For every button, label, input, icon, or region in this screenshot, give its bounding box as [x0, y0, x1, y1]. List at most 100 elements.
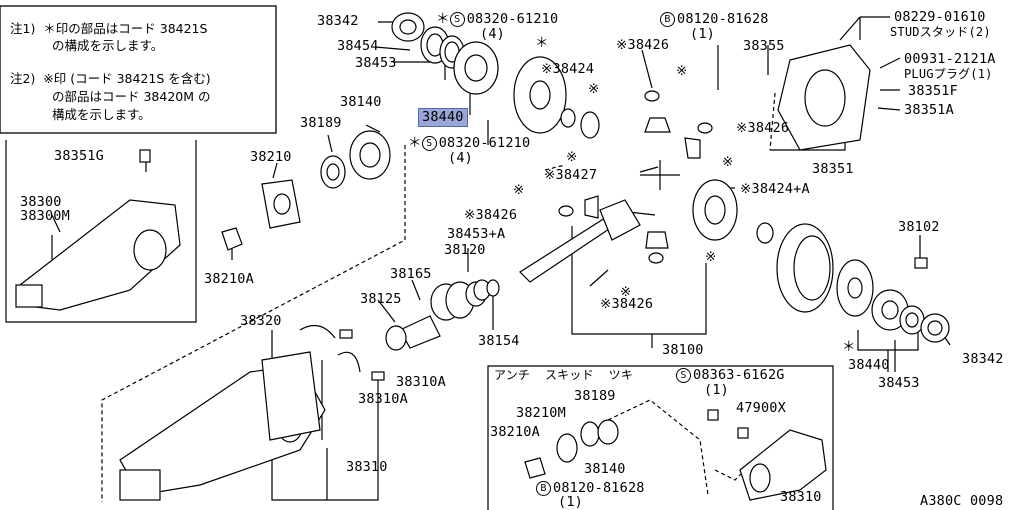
- inset-label-08363-qty: (1): [704, 382, 729, 398]
- label-38453A: 38453+A: [447, 226, 506, 242]
- note-2-line-3: 構成を示します。: [52, 107, 151, 122]
- washer-38426-a: [644, 90, 660, 102]
- kome-mark: ※: [566, 149, 578, 165]
- inset-label-08120-qty: (1): [558, 494, 583, 510]
- s-mark-icon: S: [676, 368, 691, 383]
- bearing-38440-top: [453, 41, 499, 95]
- gear-pinion-b: [684, 137, 701, 159]
- label-38310: 38310: [346, 459, 388, 475]
- label-38453-top: 38453: [355, 55, 397, 71]
- label-38351G: 38351G: [54, 148, 104, 164]
- label-38355: 38355: [743, 38, 785, 54]
- inset-label-47900X: 47900X: [736, 400, 786, 416]
- bearing-38440-b: [871, 289, 909, 331]
- inset-38140: [597, 419, 619, 445]
- bolt-38102: [914, 257, 928, 269]
- inset-label-38310: 38310: [780, 489, 822, 505]
- label-stud: STUDスタッド(2): [890, 25, 991, 39]
- label-38125: 38125: [360, 291, 402, 307]
- inset-38210A: [524, 457, 546, 479]
- differential-38300: [15, 199, 181, 311]
- bracket-38100: [571, 226, 707, 335]
- inset-38210M: [556, 433, 578, 463]
- label-38300M: 38300M: [20, 208, 70, 224]
- label-38102: 38102: [898, 219, 940, 235]
- note-1-line-1: 注1) ＊印の部品はコード 38421S: [10, 21, 208, 36]
- bolt-38310A-a: [339, 329, 353, 339]
- gear-38424: [580, 111, 600, 139]
- label-38165: 38165: [390, 266, 432, 282]
- gear-pinion-a: [644, 117, 671, 133]
- washer-38426-d: [648, 252, 664, 264]
- label-38154: 38154: [478, 333, 520, 349]
- label-38310A-b: 38310A: [358, 391, 408, 407]
- label-38427: ※38427: [544, 167, 598, 183]
- diff-case-38100: [836, 259, 874, 317]
- s-mark-icon: S: [421, 136, 437, 151]
- ring-gear-38100: [776, 223, 834, 313]
- kome-mark: ※: [588, 81, 600, 97]
- label-38424A: ※38424+A: [740, 181, 810, 197]
- plug-38351G: [139, 149, 151, 163]
- label-38310A-a: 38310A: [396, 374, 446, 390]
- label-08320-a-qty: (4): [480, 26, 505, 42]
- bearing-38342-b: [920, 313, 950, 343]
- ring-38453-b: [899, 305, 925, 335]
- washer-38424: [560, 108, 576, 128]
- inset-38189: [580, 421, 600, 447]
- collapsible-38125: [399, 315, 441, 349]
- b-mark-icon: B: [536, 481, 551, 496]
- inset-bolt-08363: [707, 409, 719, 421]
- label-38440-b: 38440: [848, 357, 890, 373]
- note-1-line-2: の構成を示します。: [52, 38, 164, 53]
- gear-pinion-d: [645, 231, 669, 249]
- reference-code: A380C 0098: [920, 493, 1004, 509]
- label-38100: 38100: [662, 342, 704, 358]
- side-gear-38424A: [692, 179, 738, 241]
- label-38342-b: 38342: [962, 351, 1004, 367]
- label-38120: 38120: [444, 242, 486, 258]
- inset-differential-38310: [739, 429, 827, 501]
- b-mark-icon: B: [660, 12, 675, 27]
- label-38453-b: 38453: [878, 375, 920, 391]
- cover-38351: [777, 44, 871, 151]
- spacer-38154: [486, 279, 500, 297]
- bracket-38310A-a: [299, 324, 336, 339]
- label-38320: 38320: [240, 313, 282, 329]
- label-plug: PLUGプラグ(1): [904, 67, 993, 81]
- label-08229: 08229-01610: [894, 9, 986, 25]
- label-38342-top: 38342: [317, 13, 359, 29]
- label-38426-b: ※38426: [736, 120, 790, 136]
- label-38140: 38140: [340, 94, 382, 110]
- label-38440-highlighted[interactable]: 38440: [418, 108, 468, 127]
- kome-mark: ※: [513, 182, 525, 198]
- label-08320-b-qty: (4): [448, 150, 473, 166]
- bearing-38342-top: [391, 12, 425, 42]
- inset-label-38140: 38140: [584, 461, 626, 477]
- inset-label-38210A: 38210A: [490, 424, 540, 440]
- label-38351: 38351: [812, 161, 854, 177]
- label-38210A: 38210A: [204, 271, 254, 287]
- note-2-line-2: の部品はコード 38420M の: [52, 89, 211, 104]
- label-38426-c: ※38426: [464, 207, 518, 223]
- bearing-38140: [349, 130, 391, 180]
- leader-box-38300: [5, 140, 197, 323]
- note-box: [0, 5, 277, 134]
- label-38454: 38454: [337, 38, 379, 54]
- note-2-line-1: 注2) ※印 (コード 38421S を含む): [10, 71, 211, 86]
- nut-38210A: [221, 227, 243, 251]
- label-38351A: 38351A: [904, 102, 954, 118]
- bracket-38310A-b: [337, 351, 361, 373]
- kome-mark: ※: [620, 284, 632, 300]
- kome-mark: ※: [676, 63, 688, 79]
- label-08120-top-qty: (1): [690, 26, 715, 42]
- asterisk-mark: ＊: [535, 35, 549, 51]
- kome-mark: ※: [722, 154, 734, 170]
- gasket-38320: [261, 351, 321, 441]
- collar-38125: [385, 325, 407, 351]
